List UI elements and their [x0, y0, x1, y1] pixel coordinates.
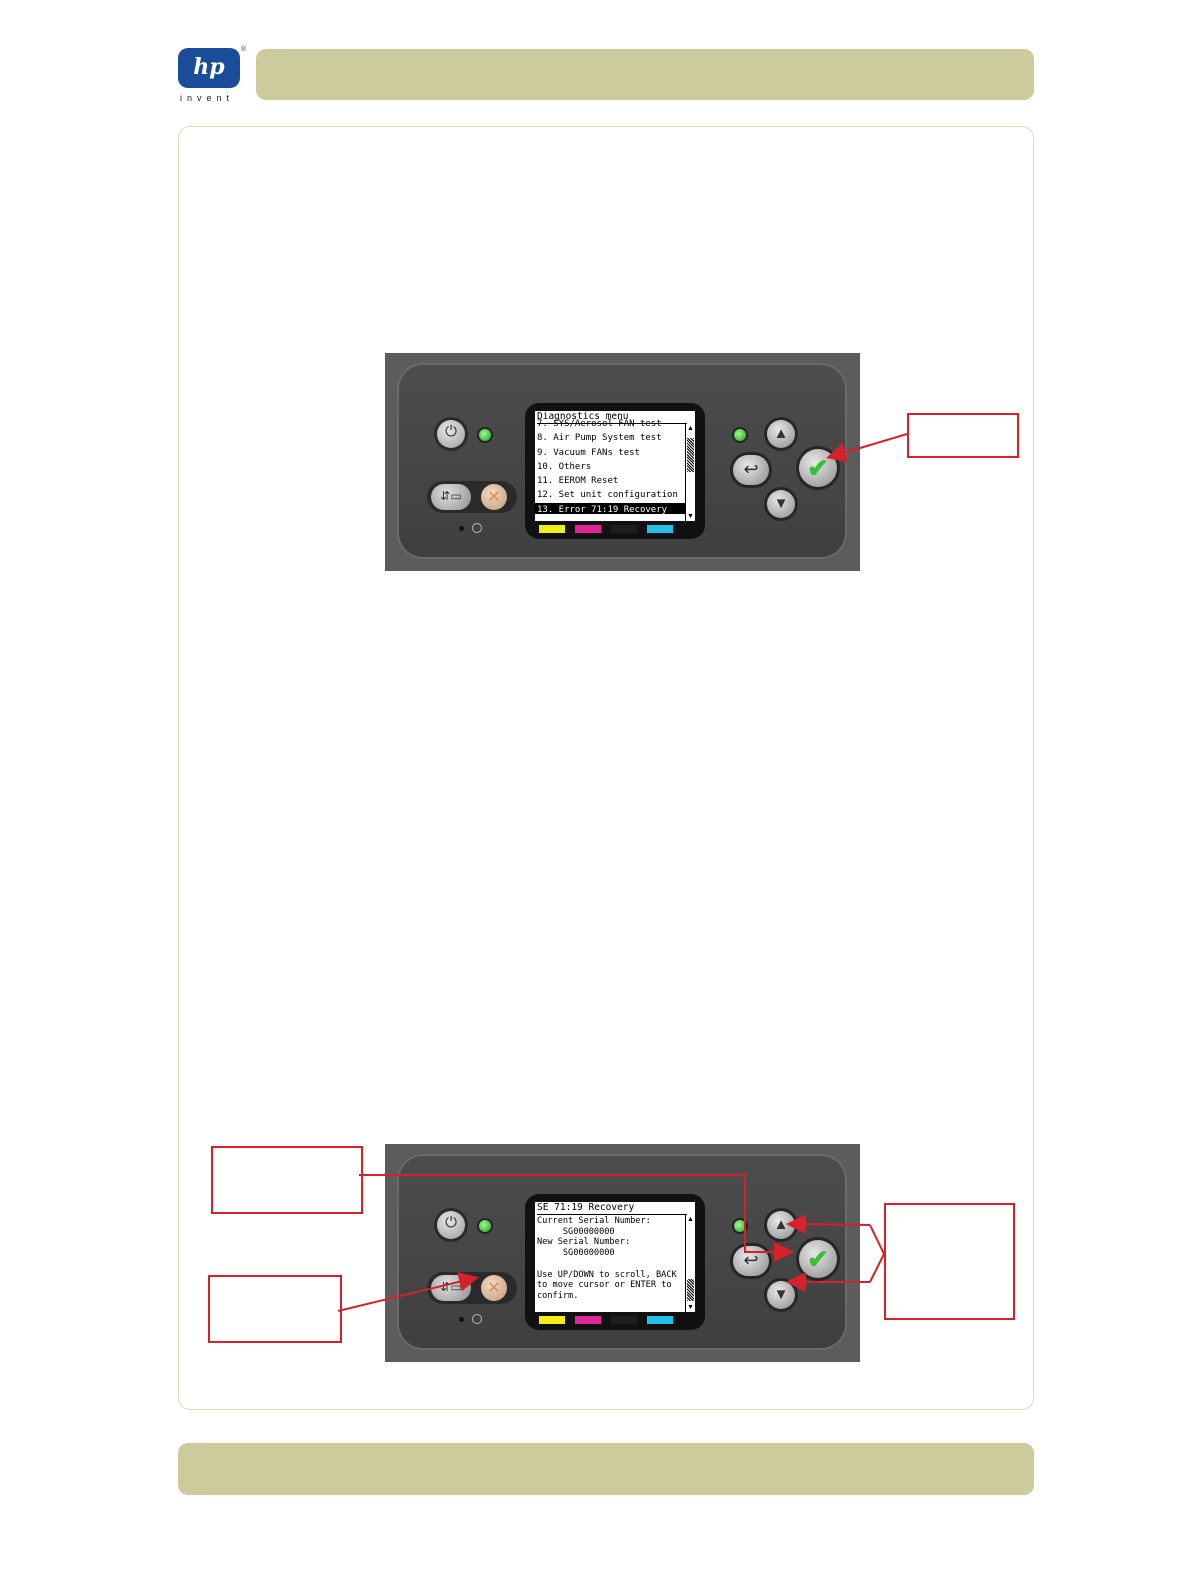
up-button[interactable]: ▲: [767, 420, 795, 448]
screen-bezel: Diagnostics menu 7. SYS/Aerosol FAN test…: [525, 403, 705, 539]
ok-button[interactable]: ✔: [799, 1240, 837, 1278]
screen-bezel: SE 71:19 Recovery Current Serial Number:…: [525, 1194, 705, 1330]
down-button[interactable]: ▼: [767, 1281, 795, 1309]
scroll-down-icon: ▼: [687, 1304, 694, 1311]
status-led: [734, 429, 746, 441]
menu-item[interactable]: 10. Others: [537, 461, 592, 472]
power-button[interactable]: ⏻: [437, 420, 465, 448]
menu-item[interactable]: 11. EEROM Reset: [537, 476, 619, 487]
form-feed-icon: ⇵▭: [440, 1280, 462, 1294]
back-arrow-icon: ↩: [743, 1250, 759, 1270]
up-arrow-icon: ▲: [773, 425, 789, 442]
hp-logo-mark: hp: [193, 54, 225, 80]
ink-magenta: [575, 525, 601, 533]
ink-black: [611, 525, 637, 533]
front-panel-recovery: ⏻ ⇵▭ ✕ SE 71:19 Recovery Current Serial …: [385, 1144, 860, 1362]
power-led: [479, 1220, 491, 1232]
cancel-icon: ✕: [487, 1280, 501, 1297]
ok-check-icon: ✔: [807, 1244, 829, 1274]
screen-scrollbar[interactable]: ▲ ▼: [685, 424, 695, 521]
back-arrow-icon: ↩: [743, 459, 759, 479]
footer-bar: [178, 1443, 1034, 1495]
form-feed-button[interactable]: ⇵▭: [431, 484, 471, 510]
ink-magenta: [575, 1316, 601, 1324]
down-button[interactable]: ▼: [767, 490, 795, 518]
diagnostics-menu-list: 7. SYS/Aerosol FAN test 8. Air Pump Syste…: [535, 417, 685, 514]
ink-cyan: [647, 525, 673, 533]
navigation-keys: ▲ ↩ ✔ ▼: [727, 418, 837, 528]
menu-item[interactable]: 13. Error 71:19 Recovery: [535, 502, 685, 514]
front-panel-screen: Diagnostics menu 7. SYS/Aerosol FAN test…: [535, 411, 695, 521]
registered-mark: ®: [241, 46, 247, 53]
back-button[interactable]: ↩: [733, 1246, 769, 1276]
front-panel-screen: SE 71:19 Recovery Current Serial Number:…: [535, 1202, 695, 1312]
front-panel-diagnostics: ⏻ ⇵▭ ✕ Diagnostics menu 7. SYS/Aerosol F…: [385, 353, 860, 571]
scroll-thumb[interactable]: [687, 438, 694, 472]
menu-item[interactable]: 9. Vacuum FANs test: [537, 447, 640, 458]
header-bar: [256, 49, 1034, 100]
scroll-down-icon: ▼: [687, 513, 694, 520]
power-button[interactable]: ⏻: [437, 1211, 465, 1239]
screen-title: Diagnostics menu: [537, 411, 687, 424]
ink-strip: [539, 525, 691, 533]
scroll-up-icon: ▲: [687, 1216, 694, 1223]
up-arrow-icon: ▲: [773, 1216, 789, 1233]
cancel-button[interactable]: ✕: [481, 484, 507, 510]
down-arrow-icon: ▼: [773, 495, 789, 512]
status-ring-icon: [472, 523, 482, 533]
callout-ok-key: [907, 413, 1019, 458]
ok-check-icon: ✔: [807, 453, 829, 483]
status-ring-icon: [472, 1314, 482, 1324]
screen-scrollbar[interactable]: ▲ ▼: [685, 1215, 695, 1312]
callout-up-down-keys: [884, 1203, 1015, 1320]
power-icon: ⏻: [445, 1214, 457, 1231]
recovery-message: Current Serial Number: SG00000000 New Se…: [537, 1216, 677, 1301]
cancel-button[interactable]: ✕: [481, 1275, 507, 1301]
form-feed-button[interactable]: ⇵▭: [431, 1275, 471, 1301]
menu-item[interactable]: 12. Set unit configuration: [537, 490, 678, 501]
cancel-icon: ✕: [487, 489, 501, 506]
callout-back-key: [211, 1146, 363, 1214]
ink-black: [611, 1316, 637, 1324]
ok-button[interactable]: ✔: [799, 449, 837, 487]
back-button[interactable]: ↩: [733, 455, 769, 485]
status-dot: [459, 526, 464, 531]
ink-yellow: [539, 1316, 565, 1324]
panel-face: ⏻ ⇵▭ ✕ Diagnostics menu 7. SYS/Aerosol F…: [397, 363, 847, 559]
scroll-thumb[interactable]: [687, 1279, 694, 1301]
hp-badge: hp: [178, 48, 240, 88]
callout-cancel-key: [208, 1275, 342, 1343]
form-feed-icon: ⇵▭: [440, 489, 462, 503]
menu-item[interactable]: 8. Air Pump System test: [537, 433, 662, 444]
panel-face: ⏻ ⇵▭ ✕ SE 71:19 Recovery Current Serial …: [397, 1154, 847, 1350]
ink-yellow: [539, 525, 565, 533]
form-cancel-group: ⇵▭ ✕: [427, 1272, 517, 1304]
hp-logo: hp ® invent: [178, 46, 246, 104]
down-arrow-icon: ▼: [773, 1286, 789, 1303]
up-button[interactable]: ▲: [767, 1211, 795, 1239]
menu-item[interactable]: 7. SYS/Aerosol FAN test: [537, 419, 662, 429]
form-cancel-group: ⇵▭ ✕: [427, 481, 517, 513]
power-led: [479, 429, 491, 441]
navigation-keys: ▲ ↩ ✔ ▼: [727, 1209, 837, 1319]
power-icon: ⏻: [445, 423, 457, 440]
ink-strip: [539, 1316, 691, 1324]
ink-cyan: [647, 1316, 673, 1324]
hp-tagline: invent: [180, 93, 235, 103]
scroll-up-icon: ▲: [687, 425, 694, 432]
screen-title: SE 71:19 Recovery: [537, 1202, 687, 1215]
status-dot: [459, 1317, 464, 1322]
